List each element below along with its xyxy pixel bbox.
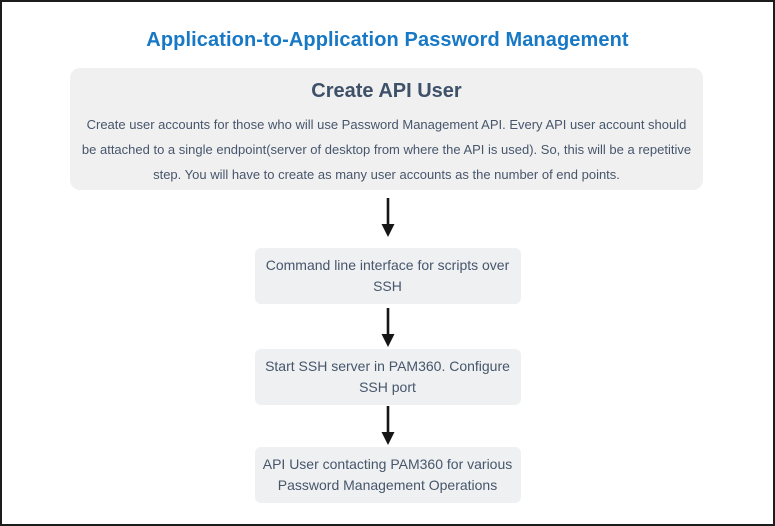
- flow-step-box-api-user-operations: API User contacting PAM360 for various P…: [254, 447, 521, 503]
- flow-step-box-cli-ssh: Command line interface for scripts over …: [254, 248, 521, 304]
- flow-step-label: API User contacting PAM360 for various P…: [262, 456, 513, 493]
- main-box-description: Create user accounts for those who will …: [81, 117, 692, 182]
- arrow-down-icon: [380, 197, 396, 237]
- page-title: Application-to-Application Password Mana…: [146, 29, 629, 51]
- arrow-down-icon: [380, 405, 396, 445]
- create-api-user-box: Create API User Create user accounts for…: [70, 68, 703, 190]
- main-box-heading: Create API User: [311, 80, 462, 102]
- arrow-down-icon: [380, 307, 396, 347]
- flow-step-label: Command line interface for scripts over …: [265, 257, 510, 294]
- flow-step-box-start-ssh-server: Start SSH server in PAM360. Configure SS…: [254, 349, 521, 405]
- flow-step-label: Start SSH server in PAM360. Configure SS…: [265, 358, 510, 395]
